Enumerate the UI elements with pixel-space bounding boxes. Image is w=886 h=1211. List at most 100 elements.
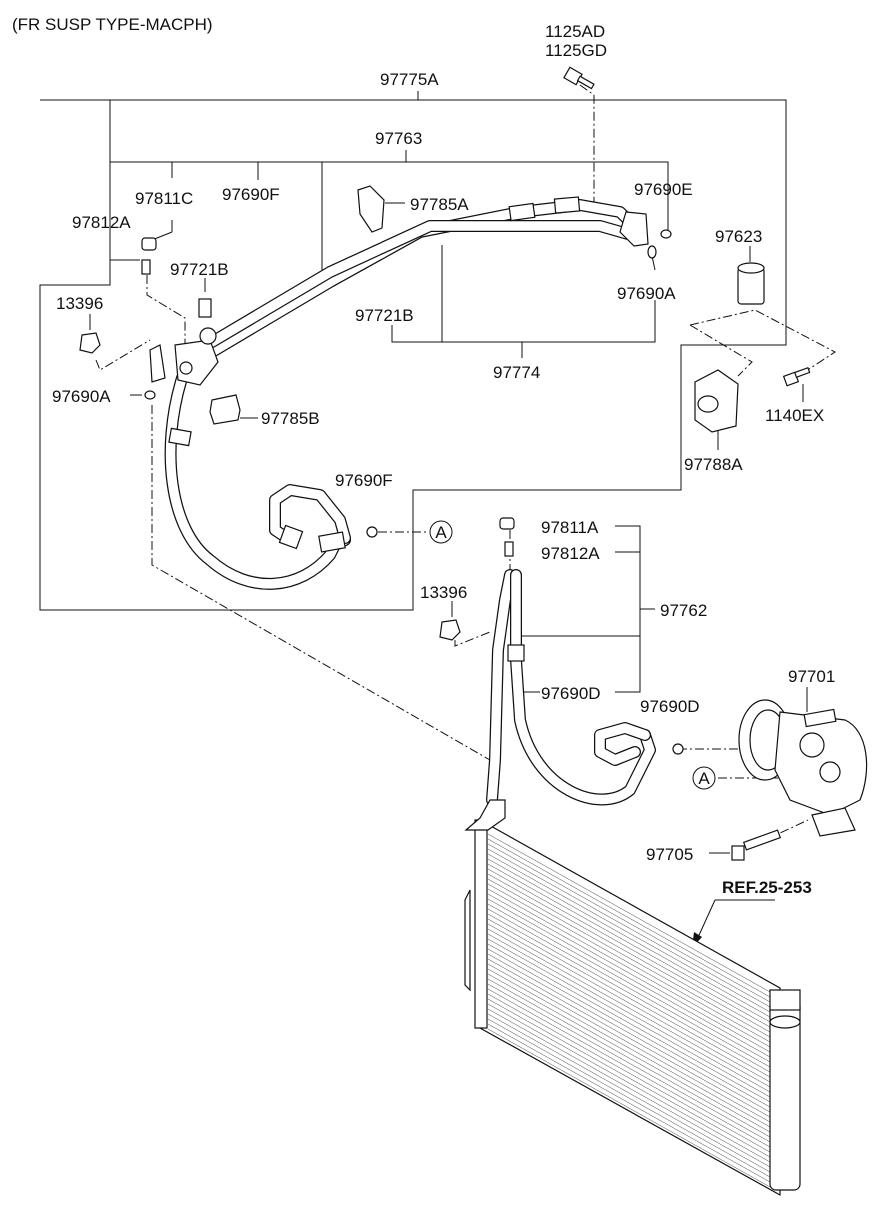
discharge-hose-97775A <box>164 372 351 590</box>
receiver-97623-icon <box>737 262 765 305</box>
label-97690D-right: 97690D <box>640 697 700 716</box>
condenser-fin <box>487 988 771 1148</box>
label-ref-25-253: REF.25-253 <box>722 878 812 897</box>
dash-1125AD <box>579 84 595 205</box>
condenser-fin <box>487 838 771 998</box>
suction-hose-97763 <box>206 196 649 358</box>
label-97690F-lower: 97690F <box>335 471 393 490</box>
label-97690A-right: 97690A <box>617 284 676 303</box>
condenser-fin <box>487 968 771 1128</box>
label-13396-left: 13396 <box>56 294 103 313</box>
condenser-fin <box>487 1003 771 1163</box>
fitting-97721B <box>199 327 217 345</box>
nut-13396-left-icon <box>79 332 101 354</box>
bolt-1125AD-icon <box>563 66 595 90</box>
oring-97690A-right-icon <box>647 245 657 259</box>
callout-A-lower: A <box>692 766 716 790</box>
condenser-fin <box>487 853 771 1013</box>
cap-97811C-icon <box>141 237 157 251</box>
condenser-fin <box>487 918 771 1078</box>
condenser-fin <box>487 908 771 1068</box>
callout-A-upper: A <box>429 520 453 544</box>
condenser-fin <box>487 998 771 1158</box>
label-1140EX: 1140EX <box>765 406 824 425</box>
condenser-icon <box>464 799 801 1197</box>
condenser-fin <box>487 873 771 1033</box>
label-97788A: 97788A <box>684 455 743 474</box>
condenser-fin <box>487 1008 771 1168</box>
condenser-fin <box>487 1013 771 1173</box>
bolt-1140EX-icon <box>782 366 811 387</box>
diagram-title: (FR SUSP TYPE-MACPH) <box>12 15 213 34</box>
dash-13396-right <box>454 631 491 647</box>
condenser-fin <box>487 878 771 1038</box>
dash-97788A <box>689 324 753 377</box>
condenser-fin <box>487 928 771 1088</box>
condenser-fin <box>487 973 771 1133</box>
valve-core-97721B <box>198 298 212 318</box>
valve-97812A-icon <box>141 259 151 275</box>
oring-97690E-icon <box>660 229 672 239</box>
label-97775A: 97775A <box>380 70 439 89</box>
bracket-97785B-icon <box>209 394 241 425</box>
label-97812A-left: 97812A <box>72 213 131 232</box>
dash-97812A <box>146 275 186 345</box>
dash-97690A-left <box>151 405 491 800</box>
condenser-fin <box>487 958 771 1118</box>
condenser-fin <box>487 983 771 1143</box>
label-97774: 97774 <box>493 363 540 382</box>
label-97623: 97623 <box>715 227 762 246</box>
label-97762: 97762 <box>660 601 707 620</box>
liquid-tube-97762 <box>486 569 656 806</box>
condenser-fin <box>487 1018 771 1178</box>
condenser-fin <box>487 898 771 1058</box>
condenser-fin <box>487 858 771 1018</box>
label-97701: 97701 <box>788 667 835 686</box>
bolt-97705-icon <box>731 829 782 861</box>
oring-97690F-lower-icon <box>366 526 378 538</box>
clip-97785A-icon <box>357 185 385 233</box>
condenser-fin <box>487 953 771 1113</box>
label-1125GD: 1125GD <box>545 41 607 60</box>
condenser-fin <box>487 868 771 1028</box>
condenser-fin <box>487 1028 771 1188</box>
bracket-97763 <box>110 161 669 230</box>
block-fitting <box>149 298 219 386</box>
condenser-fin <box>487 888 771 1048</box>
label-97812A-right: 97812A <box>541 544 600 563</box>
label-97705: 97705 <box>646 845 693 864</box>
oring-97690D-right-icon <box>672 743 684 755</box>
condenser-fin <box>487 993 771 1153</box>
condenser-fin <box>487 863 771 1023</box>
condenser-fin <box>487 963 771 1123</box>
bracket-97774 <box>391 300 656 343</box>
valve-97812A-right-icon <box>504 541 514 557</box>
condenser-fin <box>487 883 771 1043</box>
callout-A-lower-label: A <box>698 769 710 788</box>
mount-97788A-icon <box>694 369 739 433</box>
label-1125AD: 1125AD <box>545 22 605 41</box>
callout-A-upper-label: A <box>435 523 447 542</box>
compressor-97701-icon <box>738 699 868 837</box>
label-97721B-upper: 97721B <box>170 260 229 279</box>
condenser-fin <box>487 923 771 1083</box>
oring-97690A-left-icon <box>144 390 156 400</box>
condenser-fin <box>487 948 771 1108</box>
condenser-fin <box>487 843 771 1003</box>
condenser-fin <box>487 943 771 1103</box>
label-97811A: 97811A <box>541 518 599 537</box>
label-97690A-left: 97690A <box>52 387 111 406</box>
dash-97623 <box>689 309 836 376</box>
condenser-fin <box>487 933 771 1093</box>
dash-13396-left <box>95 339 151 371</box>
condenser-fin <box>487 903 771 1063</box>
condenser-fin <box>487 833 771 993</box>
condenser-fin <box>487 913 771 1073</box>
condenser-fin <box>487 938 771 1098</box>
condenser-fin <box>487 848 771 1008</box>
nut-13396-right-icon <box>439 619 461 641</box>
label-97763: 97763 <box>375 129 422 148</box>
label-97785B: 97785B <box>261 409 320 428</box>
label-97811C: 97811C <box>135 189 193 208</box>
condenser-fin <box>487 978 771 1138</box>
